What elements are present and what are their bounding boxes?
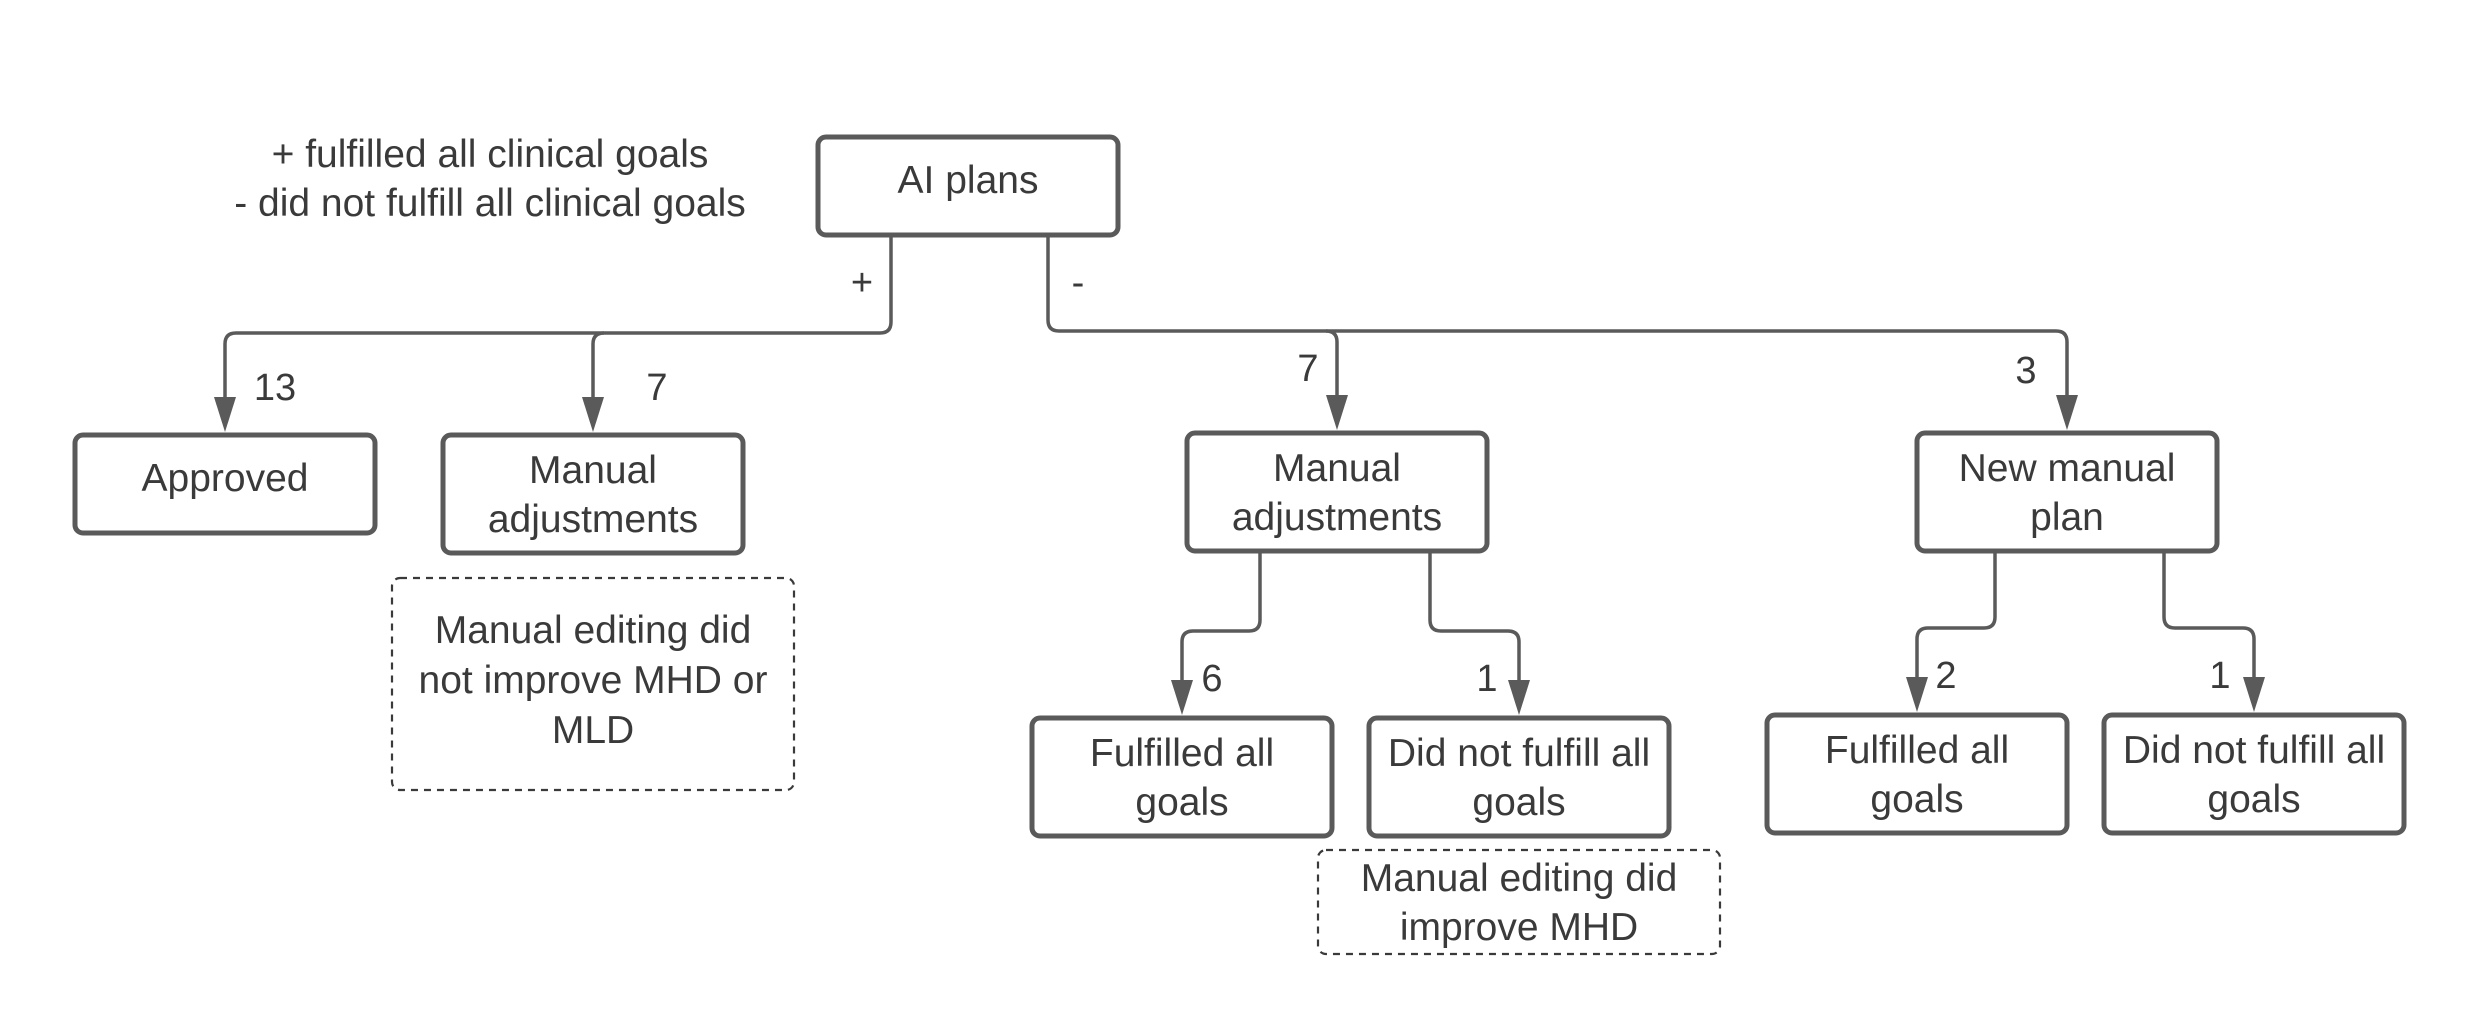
node-fulfilled-b[interactable]: Fulfilled all goals — [1764, 712, 2070, 836]
arrowhead-new-manual — [2056, 395, 2078, 430]
node-root-label: AI plans — [898, 159, 1039, 202]
node-fulfilled-a[interactable]: Fulfilled all goals — [1029, 715, 1335, 839]
note-minus-line1: Manual editing did — [1361, 857, 1678, 900]
node-fulfilled-a-line1: Fulfilled all — [1090, 732, 1274, 775]
node-manual-minus-line1: Manual — [1273, 447, 1401, 490]
legend: + fulfilled all clinical goals - did not… — [234, 133, 746, 225]
node-manual-plus-line2: adjustments — [488, 498, 698, 541]
legend-minus: - did not fulfill all clinical goals — [234, 182, 746, 225]
arrowhead-manual-minus — [1326, 395, 1348, 430]
label-fulfilled-a-count: 6 — [1201, 658, 1222, 700]
label-new-manual-count: 3 — [2015, 350, 2036, 392]
edges — [223, 235, 2256, 683]
node-manual-minus-line2: adjustments — [1232, 496, 1442, 539]
node-notfulfilled-a-line1: Did not fulfill all — [1388, 732, 1650, 775]
node-manual-adjustments-plus[interactable]: Manual adjustments — [440, 432, 746, 556]
arrowheads — [214, 395, 2265, 715]
arrowhead-fulfilled-a — [1171, 680, 1193, 715]
node-manual-adjustments-minus[interactable]: Manual adjustments — [1184, 430, 1490, 554]
edge-new-fulfilled — [1915, 551, 1997, 680]
note-plus-line1: Manual editing did — [435, 609, 752, 652]
legend-plus: + fulfilled all clinical goals — [272, 133, 709, 176]
node-new-manual-line1: New manual — [1959, 447, 2176, 490]
label-manual-plus-count: 7 — [646, 367, 667, 409]
edge-root-plus — [223, 235, 893, 400]
node-manual-plus-line1: Manual — [529, 449, 657, 492]
note-plus-line2: not improve MHD or — [419, 659, 768, 702]
note-minus-line2: improve MHD — [1400, 906, 1638, 949]
label-approved-count: 13 — [254, 367, 296, 409]
arrowhead-notfulfilled-a — [1508, 680, 1530, 715]
arrowhead-notfulfilled-b — [2243, 677, 2265, 712]
label-notfulfilled-a-count: 1 — [1476, 658, 1497, 700]
label-minus-branch: - — [1072, 262, 1085, 304]
node-new-manual-line2: plan — [2030, 496, 2104, 539]
node-fulfilled-a-line2: goals — [1135, 781, 1228, 824]
label-plus-branch: + — [851, 262, 873, 304]
node-approved-label: Approved — [142, 457, 309, 500]
arrowhead-manual-plus — [582, 397, 604, 432]
node-fulfilled-b-line1: Fulfilled all — [1825, 729, 2009, 772]
node-notfulfilled-b-line1: Did not fulfill all — [2123, 729, 2385, 772]
node-not-fulfilled-a[interactable]: Did not fulfill all goals — [1366, 715, 1672, 839]
edge-labels: + - 13 7 7 3 6 1 2 1 — [254, 262, 2231, 700]
edge-manual-notfulfilled — [1428, 551, 1521, 683]
arrowhead-fulfilled-b — [1906, 677, 1928, 712]
node-not-fulfilled-b[interactable]: Did not fulfill all goals — [2101, 712, 2407, 836]
edge-manual-fulfilled — [1180, 551, 1262, 683]
note-plus-line3: MLD — [552, 709, 634, 752]
arrowhead-approved — [214, 397, 236, 432]
note-minus-manual: Manual editing did improve MHD — [1316, 848, 1722, 956]
node-root[interactable]: AI plans — [815, 134, 1121, 238]
label-manual-minus-count: 7 — [1297, 348, 1318, 390]
edge-plus-manual — [591, 331, 605, 400]
node-notfulfilled-b-line2: goals — [2207, 778, 2300, 821]
label-fulfilled-b-count: 2 — [1935, 655, 1956, 697]
node-new-manual-plan[interactable]: New manual plan — [1914, 430, 2220, 554]
edge-new-notfulfilled — [2162, 551, 2256, 680]
label-notfulfilled-b-count: 1 — [2209, 655, 2230, 697]
edge-root-minus — [1046, 235, 2069, 398]
node-notfulfilled-a-line2: goals — [1472, 781, 1565, 824]
node-approved[interactable]: Approved — [72, 432, 378, 536]
edge-minus-manual — [1325, 329, 1339, 398]
node-fulfilled-b-line2: goals — [1870, 778, 1963, 821]
note-plus-manual: Manual editing did not improve MHD or ML… — [390, 576, 796, 792]
